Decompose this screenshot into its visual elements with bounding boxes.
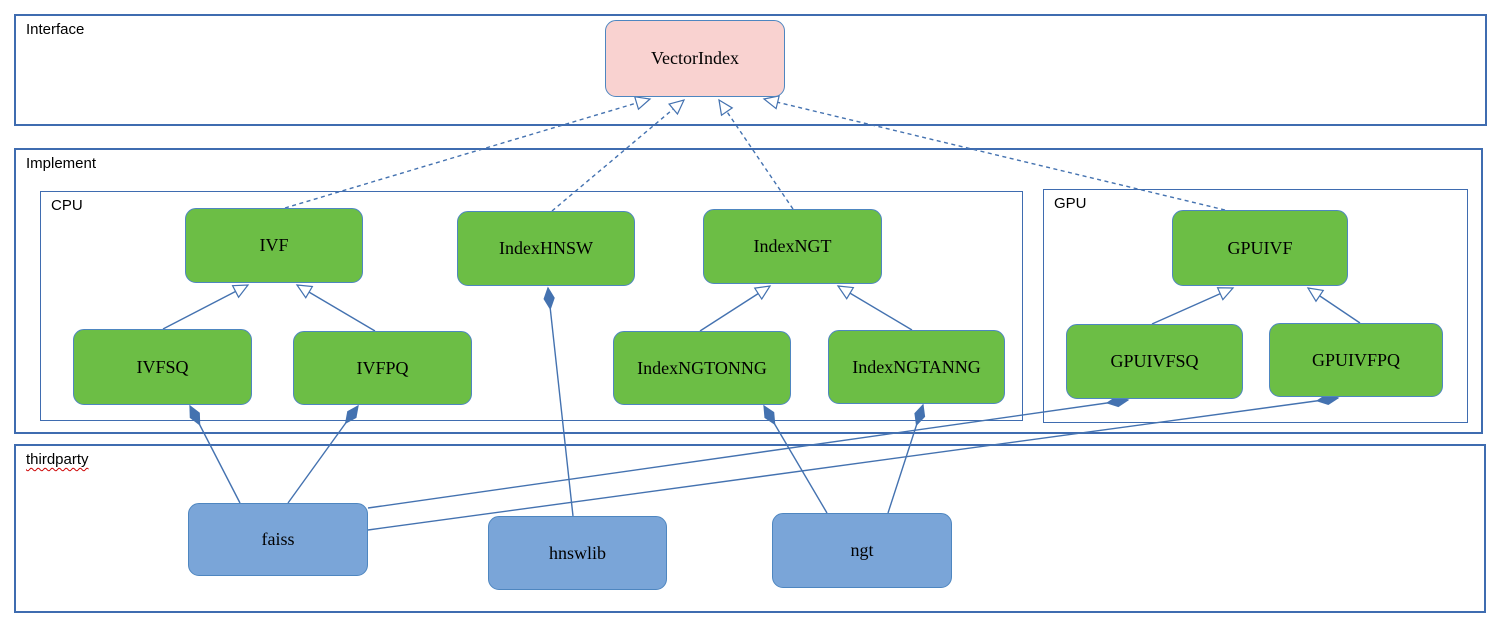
node-indexhnsw-label: IndexHNSW	[499, 238, 593, 258]
node-indexngtonng[interactable]: IndexNGTONNG	[613, 331, 791, 405]
container-interface-label: Interface	[26, 21, 85, 38]
node-gpuivfpq[interactable]: GPUIVFPQ	[1269, 323, 1443, 397]
node-gpuivfsq[interactable]: GPUIVFSQ	[1066, 324, 1243, 399]
node-gpuivfsq-label: GPUIVFSQ	[1110, 351, 1199, 371]
node-indexhnsw[interactable]: IndexHNSW	[457, 211, 635, 286]
node-gpuivf-label: GPUIVF	[1227, 237, 1293, 258]
container-cpu-label: CPU	[51, 197, 83, 214]
node-vectorindex-label: VectorIndex	[651, 48, 739, 68]
container-thirdparty-label: thirdparty	[26, 451, 89, 468]
node-indexngt[interactable]: IndexNGT	[703, 209, 882, 284]
node-indexngtonng-label: IndexNGTONNG	[637, 357, 767, 378]
node-ivfsq-label: IVFSQ	[136, 356, 189, 377]
node-indexngtanng[interactable]: IndexNGTANNG	[828, 330, 1005, 404]
node-ivf-label: IVF	[259, 235, 289, 255]
node-ivf[interactable]: IVF	[185, 208, 363, 283]
container-gpu-label: GPU	[1054, 195, 1087, 212]
node-gpuivfpq-label: GPUIVFPQ	[1311, 349, 1401, 370]
node-ngt[interactable]: ngt	[772, 513, 952, 588]
container-implement-label: Implement	[26, 155, 97, 172]
node-faiss-label: faiss	[261, 529, 295, 549]
node-ngt-label: ngt	[850, 540, 874, 560]
node-faiss[interactable]: faiss	[188, 503, 368, 576]
node-ivfpq-label: IVFPQ	[356, 357, 409, 378]
node-ivfsq[interactable]: IVFSQ	[73, 329, 252, 405]
node-indexngt-label: IndexNGT	[753, 236, 832, 256]
node-hnswlib-label: hnswlib	[548, 542, 606, 563]
node-ivfpq[interactable]: IVFPQ	[293, 331, 472, 405]
node-indexngtanng-label: IndexNGTANNG	[852, 356, 981, 377]
node-gpuivf[interactable]: GPUIVF	[1172, 210, 1348, 286]
node-hnswlib[interactable]: hnswlib	[488, 516, 667, 590]
node-vectorindex[interactable]: VectorIndex	[605, 20, 785, 97]
